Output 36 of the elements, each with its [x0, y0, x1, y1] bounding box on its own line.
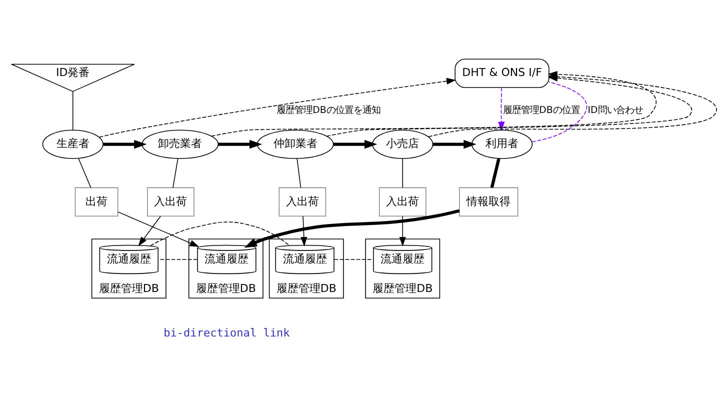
node-box: 情報取得	[459, 187, 518, 216]
node-ellipse: 卸売業者	[142, 130, 219, 159]
connector	[532, 82, 588, 142]
edge-label: ID問い合わせ	[588, 105, 643, 116]
arrow	[98, 78, 456, 138]
node-ellipse: 小売店	[372, 130, 434, 159]
connector	[490, 158, 500, 188]
node-ellipse: 仲卸業者	[256, 130, 334, 159]
node-box: 入出荷	[378, 187, 426, 216]
arrow	[432, 140, 476, 149]
arrow	[498, 87, 505, 132]
arrow	[244, 209, 460, 248]
connector	[78, 158, 92, 188]
node-ellipse: 生産者	[42, 130, 104, 159]
node-box: 入出荷	[147, 187, 194, 216]
arrow	[334, 140, 378, 149]
arrow	[103, 140, 147, 149]
connector	[402, 158, 404, 188]
connector	[150, 222, 290, 246]
label: bi-directional link	[164, 326, 290, 340]
node-ellipse: 利用者	[472, 130, 533, 159]
node-box: DHT & ONS I/F	[454, 58, 550, 88]
connector	[334, 259, 374, 260]
arrow	[138, 216, 161, 246]
arrow	[399, 216, 406, 246]
connector	[72, 91, 74, 130]
connector	[172, 158, 178, 188]
edge-label: 履歴管理DBの位置	[503, 105, 580, 116]
node-box: 出荷	[74, 187, 118, 216]
arrow	[118, 212, 200, 247]
connector	[158, 259, 198, 260]
arrow	[300, 216, 308, 246]
node-box: 入出荷	[278, 187, 326, 216]
edge-label: 履歴管理DBの位置を通知	[276, 105, 380, 116]
arrow	[218, 140, 262, 149]
connector	[296, 158, 302, 188]
